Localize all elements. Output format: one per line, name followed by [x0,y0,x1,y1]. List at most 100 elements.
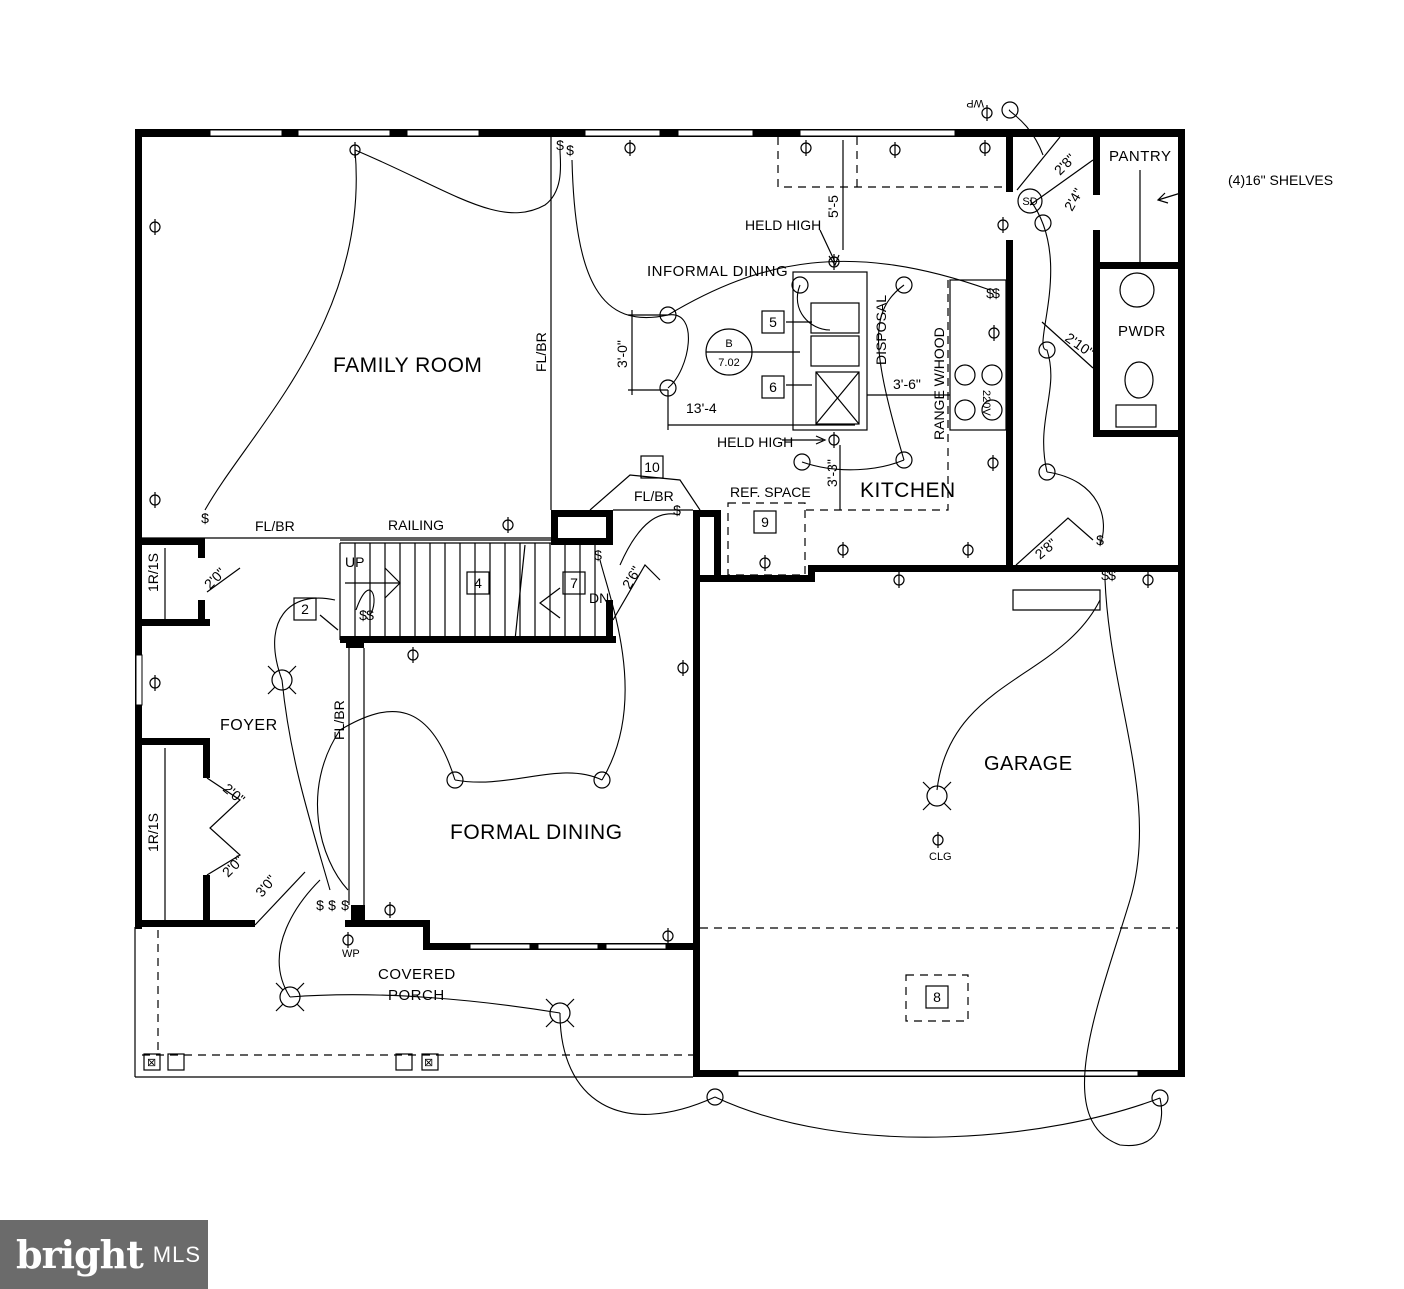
switch-icon: $ [1108,567,1116,583]
note-disposal: DISPOSAL [873,295,889,365]
detail-tag-letter: B [725,338,732,350]
light-fixture-icon [659,306,677,324]
dim-13-4: 13'-4 [686,400,717,416]
note-stair-up: UP [345,554,364,570]
note-ref-space: REF. SPACE [730,484,811,500]
outlet-icon [502,517,514,533]
outlet-icon [1142,572,1154,588]
note-shelves: (4)16" SHELVES [1228,172,1333,188]
room-labels: FAMILY ROOM INFORMAL DINING KITCHEN PANT… [220,148,1171,1004]
switch-icon: $ [556,137,564,153]
light-fixture-icon [793,453,811,471]
outlet-icon [662,928,674,944]
brand-logo: bright MLS [0,1220,208,1289]
detail-tag: B 7.02 [705,328,753,376]
smoke-detector-label: SD [1022,196,1037,208]
room-label-porch: PORCH [388,987,445,1004]
room-label-family-room: FAMILY ROOM [333,354,482,377]
dim-3-3: 3'-3" [824,459,840,487]
switch-icon: $ [1101,567,1109,583]
note-held-high-bottom: HELD HIGH [717,434,793,450]
outlet-icon [962,542,974,558]
dim-3-0: 3'-0" [614,340,630,368]
floor-plan: ⊠ ⊠ [134,97,1333,1147]
light-fixture-icon [706,1088,724,1106]
outlet-icon [828,432,840,448]
outlet-icon [624,140,636,156]
light-fixture-icon [895,451,913,469]
dim-2-6: 2'6" [619,563,644,591]
tag-number: 8 [933,989,941,1005]
tag-number: 9 [761,514,769,530]
tag-number: 5 [769,314,777,330]
outlet-icon [988,325,1000,341]
note-stair-dn: DN [589,590,609,606]
note-fl-br-divider: FL/BR [533,332,549,372]
pwdr-fixtures [1012,170,1157,611]
note-railing: RAILING [388,517,444,533]
tag-number: 6 [769,379,777,395]
dim-2-0-closet: 2'0" [201,564,229,592]
outlet-icon [349,142,361,158]
interior-walls [135,129,1185,927]
dim-2-0-upper: 2'0" [220,780,248,807]
ceiling-light-icon [267,665,297,695]
light-fixture-icon [791,276,809,294]
light-fixture-icon [895,276,913,294]
note-clg: CLG [929,851,952,863]
switch-icon: $ [359,607,367,623]
dim-3-6: 3'-6" [893,376,921,392]
svg-text:⊠: ⊠ [424,1057,433,1069]
outlet-icon [342,932,354,948]
outlet-icon [149,675,161,691]
switch-icon: $ [673,502,681,518]
door-swings [206,136,1094,926]
outlet-icon [407,647,419,663]
note-held-high-top: HELD HIGH [745,217,821,233]
plan-notes: (4)16" SHELVES HELD HIGH HELD HIGH DISPO… [145,97,1333,960]
kitchen-counters [727,137,1007,576]
covered-porch-outline: ⊠ ⊠ [134,927,693,1078]
dim-2-0-lower: 2'0" [219,852,247,880]
light-fixture-icon [1151,1089,1169,1107]
room-label-formal-dining: FORMAL DINING [450,821,623,844]
outlet-icon [979,140,991,156]
tag-number: 10 [644,459,660,475]
tag-box-t5: 5 [761,310,785,334]
switch-icon: $ [1096,532,1104,548]
switch-icon: $ [201,510,209,526]
light-fixture-icon [1038,341,1056,359]
light-fixture-icon [1034,214,1052,232]
switch-icon: $ [328,897,336,913]
garage-tag-box [905,974,969,1022]
outlet-icon [800,140,812,156]
outlet-icon [932,832,944,848]
ceiling-light-icon [545,998,575,1028]
tag-box-t9: 9 [753,510,777,534]
tag-box-t2: 2 [293,597,317,621]
dim-2-8-hall: 2'8" [1032,535,1060,562]
note-range-hood: RANGE W/HOOD [931,327,947,440]
outlet-icon [384,902,396,918]
note-wp-bottom: WP [342,948,360,960]
note-fl-br-family: FL/BR [255,518,295,534]
svg-text:⊠: ⊠ [147,1057,156,1069]
switch-icon: $ [366,607,374,623]
room-label-informal-dining: INFORMAL DINING [647,263,788,280]
brand-suffix: MLS [152,1241,202,1267]
dimension-lines [319,140,1185,631]
light-fixture-icon [659,379,677,397]
tag-box-t10: 10 [640,455,664,479]
outlet-icon [893,572,905,588]
note-closet-top: 1R/1S [145,553,161,592]
room-label-foyer: FOYER [220,717,278,734]
switch-icon: $ [594,547,602,563]
brand-name: bright [16,1232,144,1277]
tag-box-t7: 7 [562,571,586,595]
tag-box-t6: 6 [761,375,785,399]
ceiling-light-icon [275,982,305,1012]
room-label-covered: COVERED [378,966,456,983]
note-closet-bottom: 1R/1S [145,813,161,852]
light-fixture-icon [1038,463,1056,481]
staircase [339,542,613,641]
